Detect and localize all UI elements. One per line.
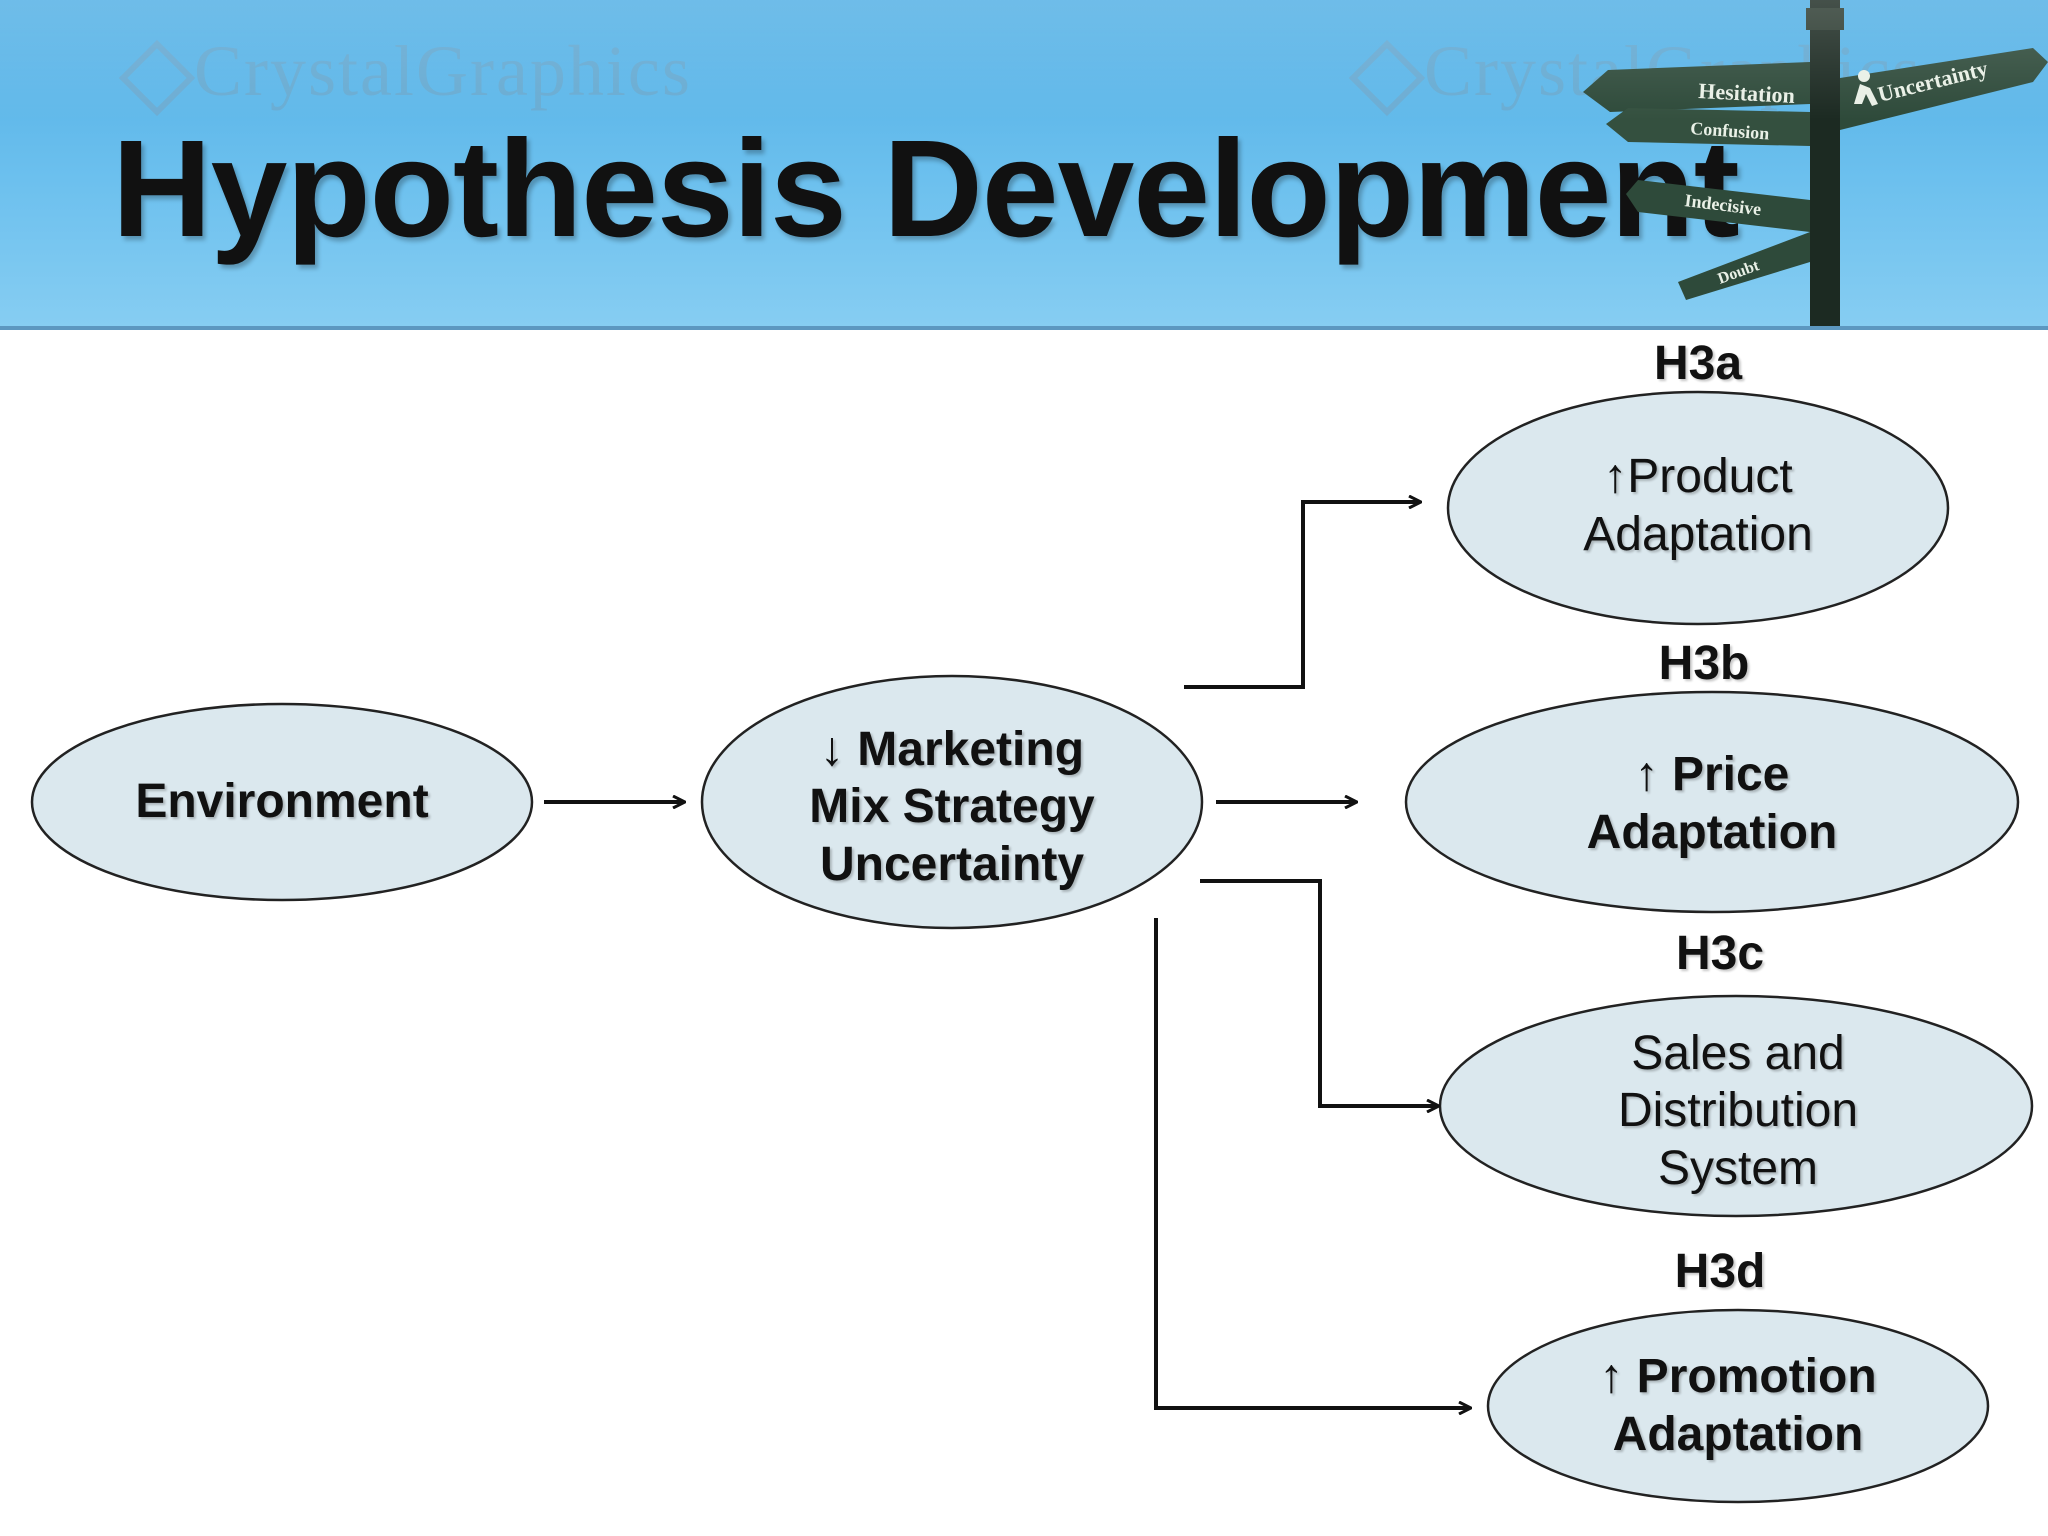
node-promotion-adaptation bbox=[1486, 1308, 1990, 1504]
node-sales-distribution bbox=[1438, 994, 2034, 1218]
node-line: Adaptation bbox=[1586, 806, 1838, 859]
node-line: Sales and bbox=[1631, 1026, 1845, 1080]
node-environment bbox=[30, 702, 534, 902]
node-product-adaptation bbox=[1446, 390, 1950, 626]
node-environment-text: Environment bbox=[82, 742, 482, 862]
node-line: ↑ Price bbox=[1634, 748, 1790, 802]
node-line: Adaptation bbox=[1612, 1408, 1864, 1461]
node-price-adaptation-text: ↑ Price Adaptation bbox=[1512, 734, 1912, 874]
hypothesis-label-h3d: H3d bbox=[1674, 1245, 1766, 1298]
title-banner: CrystalGraphics CrystalGraphics Hypothes… bbox=[0, 0, 2048, 330]
arrow-marketing-to-promotion bbox=[1154, 918, 1470, 1408]
arrow-marketing-to-sales bbox=[1200, 879, 1438, 1106]
page-title: Hypothesis Development bbox=[112, 112, 1740, 266]
sign-board bbox=[1678, 232, 1810, 300]
node-sales-distribution-text: Sales and Distribution System bbox=[1538, 1016, 1938, 1206]
node-line: Distribution bbox=[1617, 1084, 1859, 1138]
node-marketing-mix bbox=[700, 674, 1204, 930]
node-price-adaptation bbox=[1404, 690, 2020, 914]
node-line: ↓ Marketing bbox=[819, 722, 1085, 776]
node-line: Uncertainty bbox=[819, 837, 1085, 891]
node-marketing-mix-text: ↓ Marketing Mix Strategy Uncertainty bbox=[742, 712, 1162, 902]
hypothesis-label-h3a: H3a bbox=[1653, 337, 1743, 390]
node-line: ↑Product bbox=[1603, 450, 1793, 504]
arrow-marketing-to-product bbox=[1184, 502, 1420, 689]
hypothesis-label-h3c: H3c bbox=[1675, 927, 1765, 980]
node-line: ↑ Promotion bbox=[1599, 1350, 1877, 1404]
node-line: Adaptation bbox=[1583, 508, 1813, 561]
node-line: System bbox=[1657, 1141, 1819, 1195]
node-line: Mix Strategy bbox=[809, 780, 1095, 834]
node-product-adaptation-text: ↑Product Adaptation bbox=[1498, 436, 1898, 576]
sign-board bbox=[1626, 180, 1810, 232]
node-promotion-adaptation-text: ↑ Promotion Adaptation bbox=[1538, 1336, 1938, 1476]
node-line: Environment bbox=[135, 775, 429, 829]
hypothesis-label-h3b: H3b bbox=[1658, 637, 1750, 690]
